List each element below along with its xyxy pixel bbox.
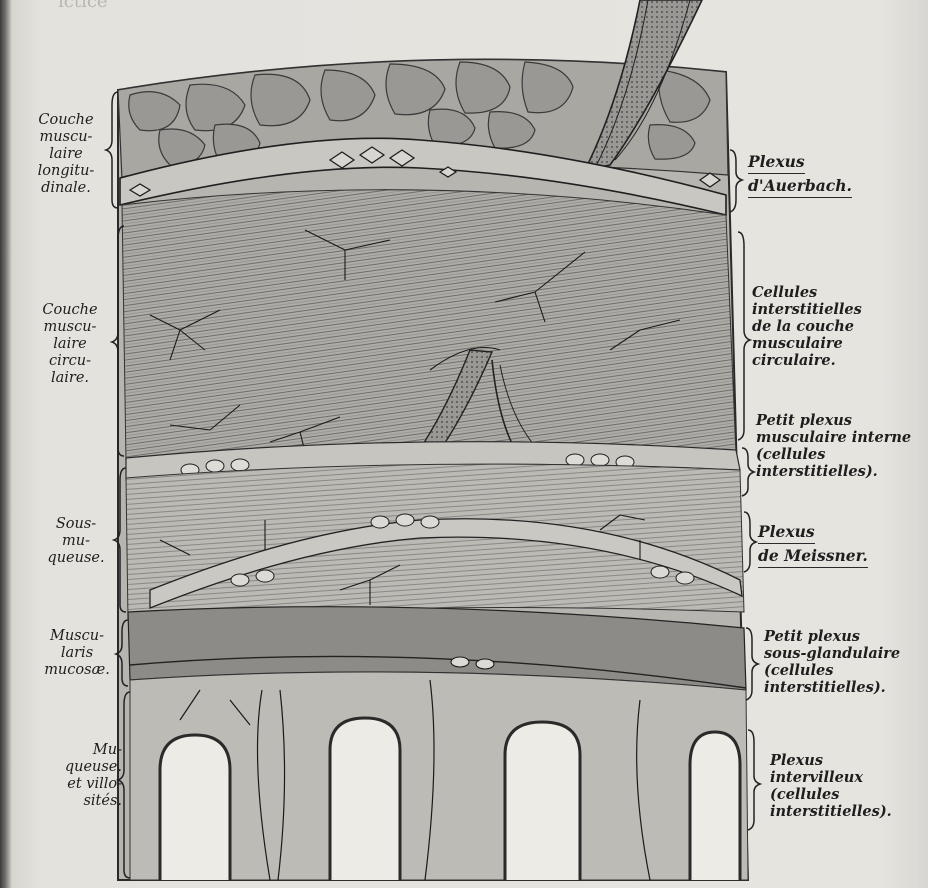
label-plexus-auerbach: Plexus d'Auerbach. [748,150,852,198]
label-muqueuse-villosites: Mu- queuse. et villo- sités. [36,742,122,810]
label-couche-circulaire: Couche muscu- laire circu- laire. [26,302,114,387]
label-sous-muqueuse: Sous- mu- queuse. [34,516,118,567]
label-couche-longitudinale: Couche muscu- laire longitu- dinale. [24,112,108,197]
label-cellules-interstitielles: Cellules interstitielles de la couche mu… [752,284,862,369]
label-plexus-meissner: Plexus de Meissner. [758,520,868,568]
label-petit-plexus-interne: Petit plexus musculaire interne (cellule… [756,412,911,480]
label-petit-plexus-sous-glandulaire: Petit plexus sous-glandulaire (cellules … [764,628,900,696]
label-muscularis-mucosae: Muscu- laris mucosæ. [34,628,120,679]
label-plexus-intervilleux: Plexus intervilleux (cellules interstiti… [770,752,892,820]
